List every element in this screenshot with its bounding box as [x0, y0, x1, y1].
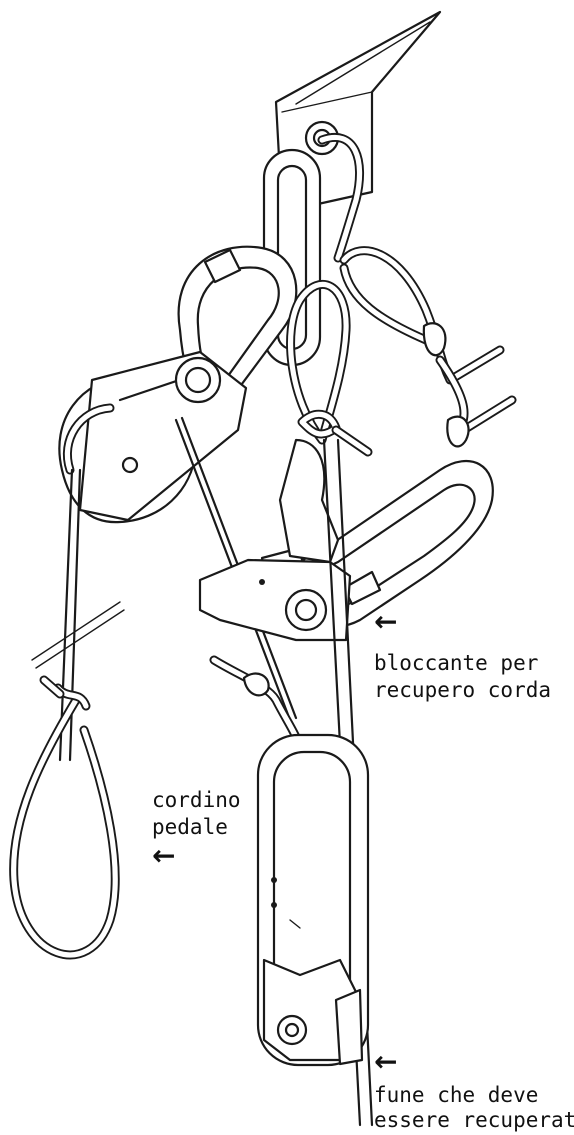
foot-loop-arrow: ← [152, 842, 175, 870]
foot-loop [14, 680, 116, 955]
haul-rope-label-line2: essere recuperata [374, 1107, 574, 1134]
rope-grab-arrow: ← [374, 608, 397, 636]
lower-device [258, 735, 368, 1065]
haul-rope-arrow: ← [374, 1048, 397, 1076]
right-sling [344, 251, 512, 447]
rope-grab-label-line1: bloccante per [374, 650, 538, 677]
haul-rope-label-line1: fune che deve [374, 1082, 538, 1109]
rope-grab-label-line2: recupero corda [374, 677, 551, 704]
foot-loop-label-line1: cordino [152, 787, 241, 814]
foot-loop-label-line2: pedale [152, 814, 228, 841]
lower-sling [214, 660, 298, 746]
pulley [59, 352, 246, 522]
